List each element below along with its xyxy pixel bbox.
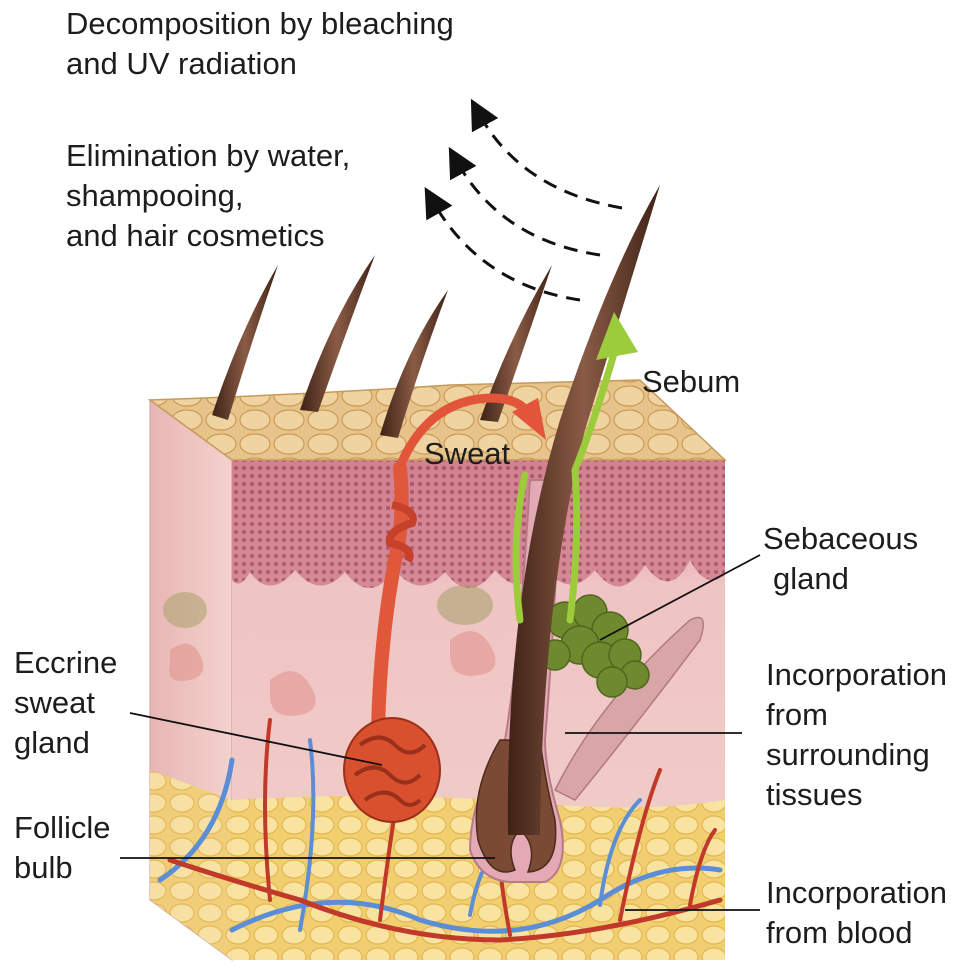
label-follicle-bulb: Follicle bulb bbox=[14, 808, 110, 888]
label-incorporation-blood: Incorporation from blood bbox=[766, 873, 947, 953]
dashed-arrows bbox=[432, 112, 622, 300]
label-sebum: Sebum bbox=[642, 362, 740, 402]
dashed-arrow bbox=[478, 112, 622, 208]
label-elimination: Elimination by water, shampooing, and ha… bbox=[66, 136, 350, 256]
label-incorporation-surrounding: Incorporation from surrounding tissues bbox=[766, 655, 947, 815]
hair bbox=[300, 255, 375, 412]
label-sweat: Sweat bbox=[424, 434, 510, 474]
label-decomposition: Decomposition by bleaching and UV radiat… bbox=[66, 4, 454, 84]
label-eccrine-sweat-gland: Eccrine sweat gland bbox=[14, 643, 117, 763]
dashed-arrow bbox=[456, 160, 600, 255]
dashed-arrow bbox=[432, 200, 580, 300]
label-sebaceous-gland: Sebaceous gland bbox=[763, 519, 918, 599]
sweat-gland-coil bbox=[344, 718, 440, 822]
epidermis bbox=[232, 460, 725, 588]
